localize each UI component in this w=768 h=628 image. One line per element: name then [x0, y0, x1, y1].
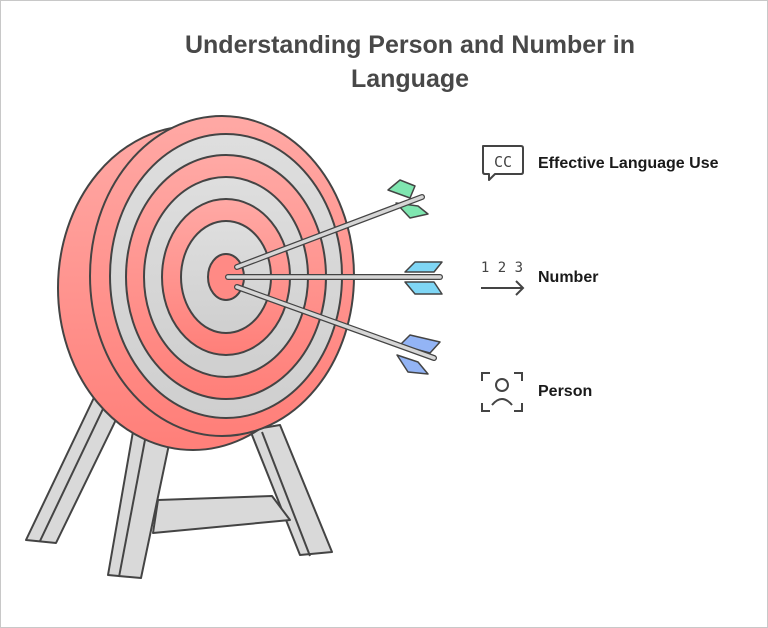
title-line-1: Understanding Person and Number in: [184, 31, 636, 59]
svg-text:CC: CC: [494, 153, 512, 171]
legend-label: Effective Language Use: [538, 155, 719, 172]
arrow-top: [234, 179, 429, 270]
numbers-arrow-icon: 1 2 3: [478, 256, 526, 300]
target-stand: [25, 384, 333, 579]
closed-caption-icon: CC: [478, 142, 526, 186]
legend-item-effective-language-use: CC Effective Language Use: [478, 142, 719, 186]
diagram-title: Understanding Person and Number in Langu…: [150, 28, 670, 96]
person-scan-icon: [478, 370, 526, 414]
legend-item-person: Person: [478, 370, 592, 414]
arrow-bottom: [234, 284, 441, 375]
svg-text:1 2 3: 1 2 3: [481, 260, 523, 276]
legend-label: Person: [538, 383, 593, 400]
arrow-middle: [225, 261, 443, 295]
title-line-2: Language: [350, 65, 470, 93]
legend-item-number: 1 2 3 Number: [478, 256, 598, 300]
legend-label: Number: [538, 269, 599, 286]
target-board: [57, 115, 355, 451]
